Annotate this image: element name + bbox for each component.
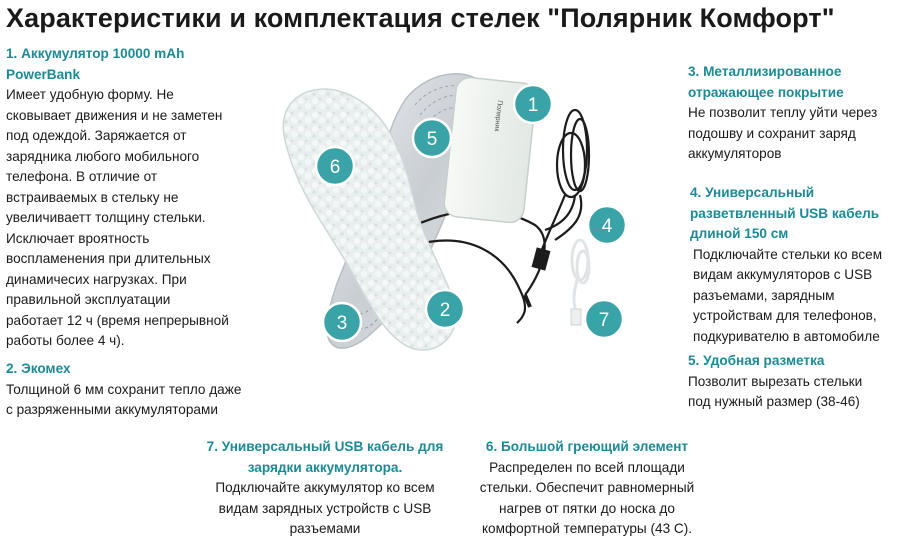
marker-7-label: 7 [599, 310, 610, 331]
heating-wires [404, 209, 546, 324]
feature-6-heading: 6. Большой греющий элемент [485, 439, 689, 454]
marker-5: 5 [411, 117, 453, 159]
powerbank: Полярник [443, 76, 537, 224]
marker-2-label: 2 [440, 300, 451, 321]
feature-3-heading: 3. Металлизированное отражающее покрытие [688, 64, 844, 100]
feature-3-text: Не позволит теплу уйти через подошву и с… [688, 105, 878, 161]
marker-4-label: 4 [602, 216, 613, 237]
marker-3: 3 [321, 301, 363, 343]
feature-5-heading: 5. Удобная разметка [688, 353, 825, 368]
feature-5-text: Позволит вырезать стельки под нужный раз… [688, 373, 863, 410]
feature-5-marking: 5. Удобная разметка Позволит вырезать ст… [688, 351, 903, 413]
feature-6-text: Распределен по всей площади стельки. Обе… [479, 459, 695, 537]
feature-4-split-usb-cable: 4. Универсальный разветвленный USB кабел… [690, 183, 905, 347]
feature-7-heading: 7. Универсальный USB кабель для зарядки … [206, 439, 444, 475]
marker-6-label: 6 [330, 157, 341, 178]
marker-1: 1 [512, 83, 554, 125]
feature-7-charging-cable: 7. Универсальный USB кабель для зарядки … [195, 437, 455, 540]
feature-7-text: Подключайте аккумулятор ко всем видам за… [215, 480, 435, 536]
usb-split-cable [531, 108, 591, 271]
product-photo: Полярник 1 2 3 4 5 6 [282, 73, 628, 351]
marker-4: 4 [586, 204, 628, 246]
feature-4-text: Подключайте стельки ко всем видам аккуму… [693, 246, 883, 344]
feature-2-ecofur: 2. Экомех Толщиной 6 мм сохранит тепло д… [6, 359, 276, 421]
feature-4-heading: 4. Универсальный разветвленный USB кабел… [690, 185, 880, 241]
feature-2-heading: 2. Экомех [6, 361, 71, 376]
page-title: Характеристики и комплектация стелек "По… [6, 3, 835, 33]
marker-1-label: 1 [528, 95, 539, 116]
marker-5-label: 5 [427, 129, 438, 150]
feature-2-text: Толщиной 6 мм сохранит тепло даже с разр… [6, 381, 242, 418]
marker-2: 2 [424, 288, 466, 330]
marker-3-label: 3 [337, 313, 348, 334]
white-usb-cable [570, 238, 591, 326]
powerbank-label: Полярник [493, 100, 503, 133]
marker-7: 7 [583, 298, 625, 340]
feature-1-heading: 1. Аккумулятор 10000 mAh PowerBank [6, 46, 185, 82]
feature-1-text: Имеет удобную форму. Не сковывает движен… [6, 87, 229, 348]
feature-1-powerbank: 1. Аккумулятор 10000 mAh PowerBank Имеет… [6, 44, 256, 352]
feature-3-coating: 3. Металлизированное отражающее покрытие… [688, 62, 903, 165]
feature-6-heating-element: 6. Большой греющий элемент Распределен п… [462, 437, 712, 540]
marker-6: 6 [314, 145, 356, 187]
